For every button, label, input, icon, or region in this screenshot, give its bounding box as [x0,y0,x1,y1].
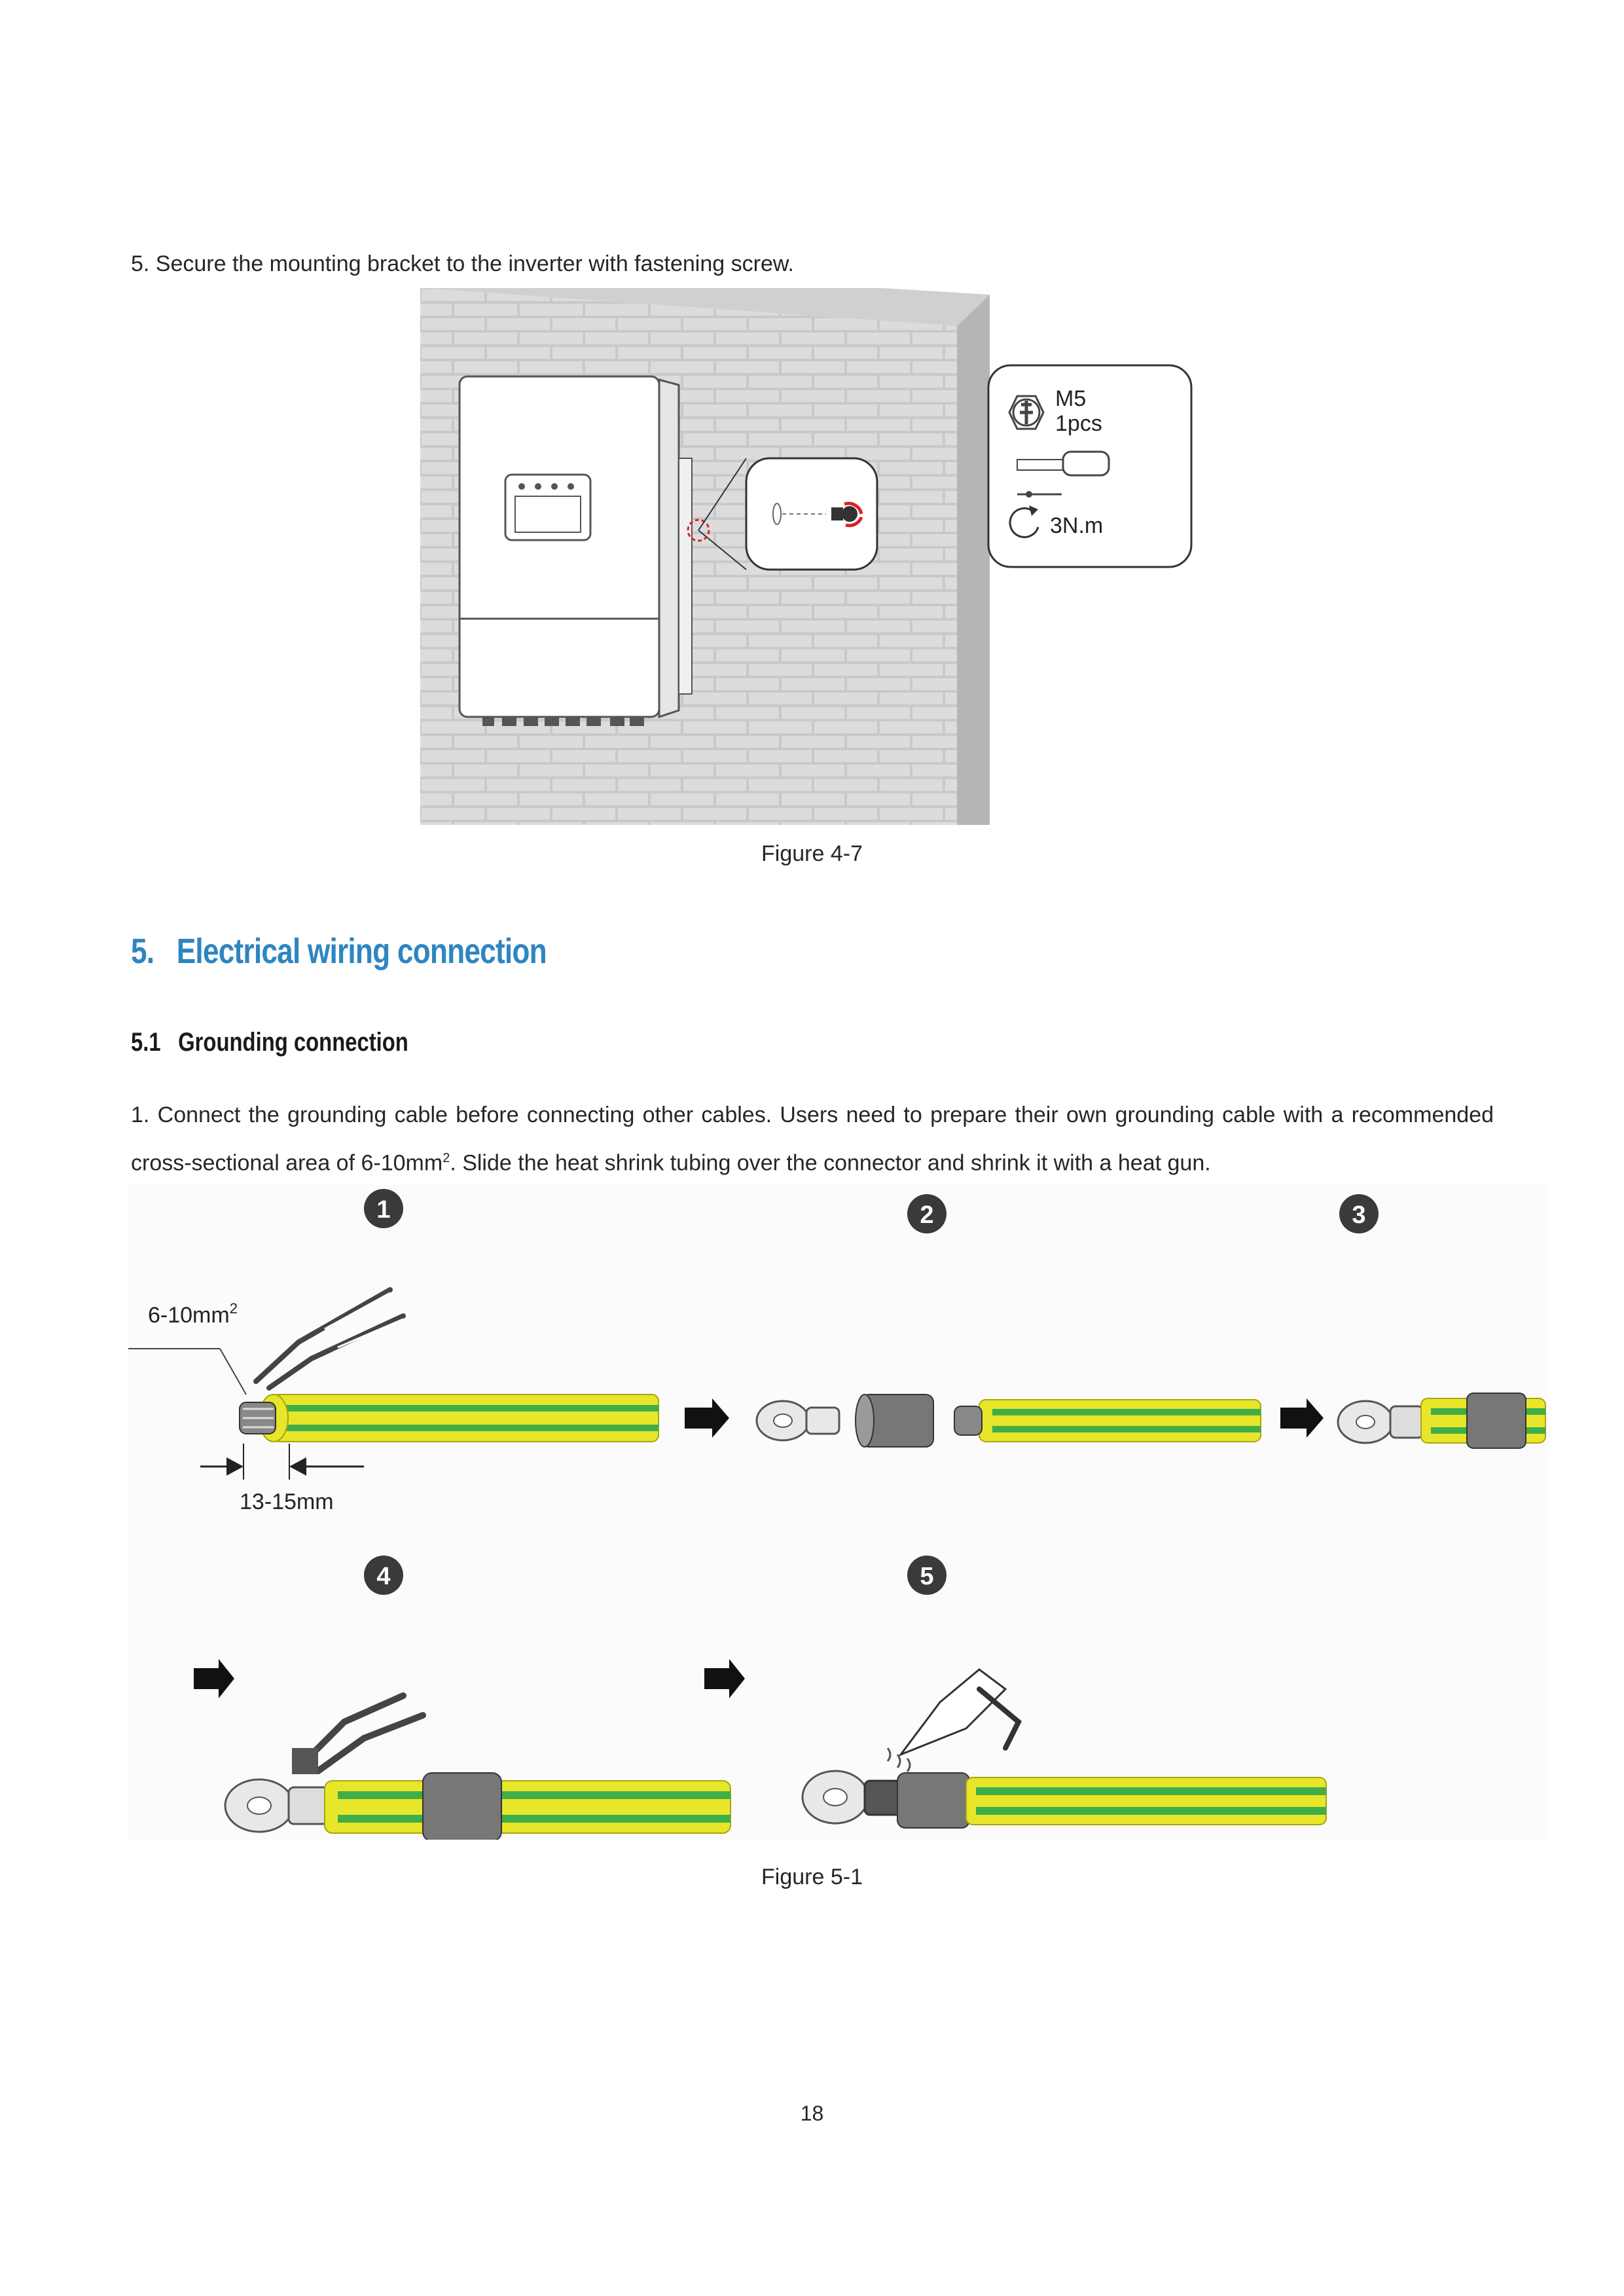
heat-gun-icon [886,1668,1022,1772]
section-title: Electrical wiring connection [176,932,547,971]
cable-area-label: 6-10mm2 [148,1300,238,1328]
arrow-into-step-4 [194,1659,234,1698]
paragraph-part-2: . Slide the heat shrink tubing over the … [450,1150,1211,1176]
section-heading: 5. Electrical wiring connection [131,931,547,972]
step-badge-3: 3 [1339,1194,1379,1233]
svg-text:1: 1 [376,1196,390,1224]
arrow-2-to-3 [1280,1398,1324,1438]
paragraph-superscript: 2 [442,1151,450,1165]
strip-length-label: 13-15mm [240,1489,334,1514]
step-5-heat-shrink [801,1668,1327,1829]
step-2-components [755,1394,1261,1448]
step-5-text: 5. Secure the mounting bracket to the in… [131,251,794,276]
zoom-detail-bubble [698,457,878,571]
ring-lug-icon [755,1400,840,1442]
step-badge-1: 1 [364,1189,403,1228]
wire-stripper-icon [253,1287,406,1391]
step-1-strip-cable: 6-10mm2 13-15mm [128,1287,659,1514]
step-badge-5: 5 [907,1556,947,1595]
page-number: 18 [800,2102,824,2125]
step-4-crimp [224,1692,731,1840]
subsection-title: Grounding connection [178,1028,408,1057]
paragraph-part-1: 1. Connect the grounding cable before co… [131,1102,1494,1176]
step-3-assembled [1337,1393,1546,1449]
grounding-instructions-paragraph: 1. Connect the grounding cable before co… [131,1093,1494,1184]
svg-text:3: 3 [1352,1201,1365,1229]
step-badge-4: 4 [364,1556,403,1595]
crimping-tool-icon [292,1692,426,1774]
section-number: 5. [131,932,154,971]
svg-text:2: 2 [920,1201,933,1229]
figure-4-7-caption: Figure 4-7 [761,841,863,866]
arrow-into-step-5 [704,1659,745,1698]
screw-spec-box: M5 1pcs 3N.m [987,364,1193,568]
spec-quantity: 1pcs [1055,411,1102,436]
figure-4-7-illustration: M5 1pcs 3N.m [420,288,1193,825]
spec-screw-size: M5 [1055,386,1086,411]
svg-text:4: 4 [376,1563,390,1590]
spec-torque: 3N.m [1050,513,1103,538]
subsection-number: 5.1 [131,1028,161,1057]
subsection-heading: 5.1 Grounding connection [131,1028,408,1057]
heat-shrink-tubing-icon [855,1394,934,1448]
inverter-unit [458,375,710,726]
step-badge-2: 2 [907,1194,947,1233]
arrow-1-to-2 [685,1398,729,1438]
figure-5-1-caption: Figure 5-1 [761,1865,863,1889]
figure-5-1-illustration: 1 2 3 4 5 6-10mm2 13-15mm [128,1185,1549,1840]
svg-text:5: 5 [920,1563,933,1590]
